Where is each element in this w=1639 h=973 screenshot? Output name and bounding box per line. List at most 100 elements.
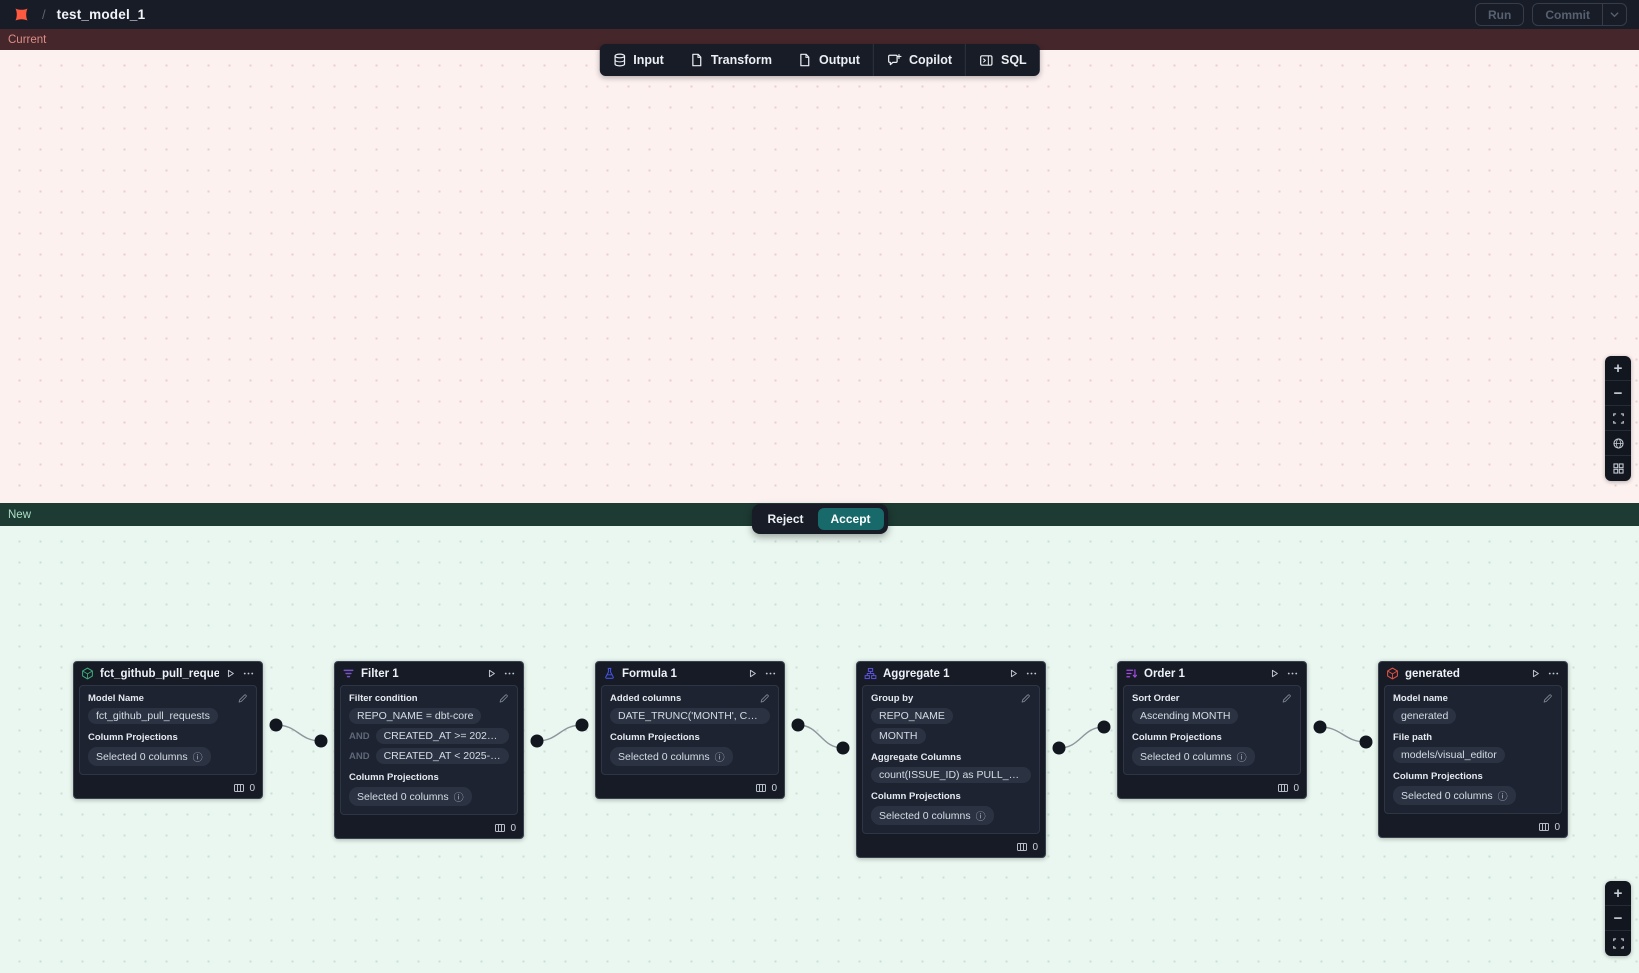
edge[interactable] (1319, 726, 1367, 743)
node-menu-icon[interactable] (1547, 667, 1560, 680)
run-node-icon[interactable] (1008, 668, 1019, 679)
target-handle[interactable] (314, 734, 328, 748)
chip-text: Selected 0 columns (1401, 789, 1493, 802)
value-chip[interactable]: CREATED_AT >= 2024-12-01 (375, 728, 509, 744)
edit-pencil-icon[interactable] (237, 693, 248, 704)
edge[interactable] (1058, 726, 1105, 749)
zoom-in-button[interactable]: + (1605, 356, 1631, 381)
value-chip[interactable]: MONTH (871, 728, 926, 744)
toolbar-transform-label: Transform (710, 53, 772, 67)
section-label: Column Projections (610, 732, 700, 743)
value-chip[interactable]: count(ISSUE_ID) as PULL_REQUEST_… (871, 767, 1031, 783)
section-label-row: Added columns (610, 693, 770, 704)
accept-button[interactable]: Accept (817, 508, 884, 530)
current-canvas[interactable]: Input Transform Output Copilot SQL (0, 44, 1639, 503)
value-chip[interactable]: REPO_NAME (871, 708, 953, 724)
value-chip[interactable]: models/visual_editor (1393, 747, 1505, 763)
run-node-icon[interactable] (225, 668, 236, 679)
zoom-out-button[interactable]: − (1605, 381, 1631, 406)
zoom-in-button[interactable]: + (1605, 881, 1631, 906)
run-button[interactable]: Run (1475, 3, 1525, 26)
edit-pencil-icon[interactable] (759, 693, 770, 704)
auto-layout-grid-button[interactable] (1605, 456, 1631, 481)
interactivity-globe-button[interactable] (1605, 431, 1631, 456)
value-chip[interactable]: Ascending MONTH (1132, 708, 1239, 724)
chip-text: CREATED_AT >= 2024-12-01 (383, 730, 501, 742)
commit-dropdown-button[interactable] (1602, 4, 1626, 25)
run-node-icon[interactable] (1269, 668, 1280, 679)
value-chip[interactable]: fct_github_pull_requests (88, 708, 218, 724)
run-node-icon[interactable] (747, 668, 758, 679)
node-menu-icon[interactable] (1286, 667, 1299, 680)
source-handle[interactable] (530, 734, 544, 748)
source-handle[interactable] (269, 718, 283, 732)
toolbar-sql-button[interactable]: SQL (966, 44, 1040, 76)
toolbar-input-button[interactable]: Input (599, 44, 677, 76)
columns-icon (1016, 841, 1028, 853)
commit-button[interactable]: Commit (1533, 4, 1602, 25)
fit-view-button[interactable] (1605, 406, 1631, 431)
edit-pencil-icon[interactable] (1281, 693, 1292, 704)
new-canvas[interactable]: fct_github_pull_requestsModel Namefct_gi… (0, 526, 1639, 973)
zoom-out-button[interactable]: − (1605, 906, 1631, 931)
node-menu-icon[interactable] (1025, 667, 1038, 680)
run-node-icon[interactable] (486, 668, 497, 679)
file-icon (690, 53, 704, 67)
section-label: Filter condition (349, 693, 418, 704)
source-handle[interactable] (1052, 741, 1066, 755)
target-handle[interactable] (1097, 720, 1111, 734)
target-handle[interactable] (836, 741, 850, 755)
edge[interactable] (536, 724, 583, 742)
value-chip[interactable]: CREATED_AT < 2025-03-01 (375, 748, 509, 764)
edit-pencil-icon[interactable] (1020, 693, 1031, 704)
edge[interactable] (797, 724, 844, 749)
target-handle[interactable] (575, 718, 589, 732)
section-label-row: Model name (1393, 693, 1553, 704)
dbt-logo-icon[interactable] (12, 5, 31, 24)
node-footer: 0 (1379, 819, 1567, 837)
section-label: Sort Order (1132, 693, 1180, 704)
value-chip[interactable]: DATE_TRUNC('MONTH', CREATED_AT… (610, 708, 770, 724)
edge[interactable] (275, 724, 322, 742)
toolbar-copilot-button[interactable]: Copilot (874, 44, 965, 76)
chip-text: models/visual_editor (1401, 749, 1497, 761)
node-menu-icon[interactable] (764, 667, 777, 680)
run-node-icon[interactable] (1530, 668, 1541, 679)
edit-pencil-icon[interactable] (1542, 693, 1553, 704)
chip-row: models/visual_editor (1393, 747, 1553, 763)
pipeline-node[interactable]: fct_github_pull_requestsModel Namefct_gi… (73, 661, 263, 799)
chip-row: count(ISSUE_ID) as PULL_REQUEST_… (871, 767, 1031, 783)
section-label: Column Projections (1393, 771, 1483, 782)
copilot-icon (887, 53, 902, 68)
node-menu-icon[interactable] (503, 667, 516, 680)
reject-button[interactable]: Reject (755, 508, 815, 530)
source-handle[interactable] (791, 718, 805, 732)
toolbar-output-button[interactable]: Output (785, 44, 873, 76)
toolbar-transform-button[interactable]: Transform (677, 44, 785, 76)
node-menu-icon[interactable] (242, 667, 255, 680)
source-handle[interactable] (1313, 720, 1327, 734)
section-label-row: Column Projections (349, 772, 509, 783)
fit-view-button[interactable] (1605, 931, 1631, 956)
target-handle[interactable] (1359, 735, 1373, 749)
value-chip[interactable]: generated (1393, 708, 1457, 724)
edit-pencil-icon[interactable] (498, 693, 509, 704)
value-chip[interactable]: REPO_NAME = dbt-core (349, 708, 482, 724)
